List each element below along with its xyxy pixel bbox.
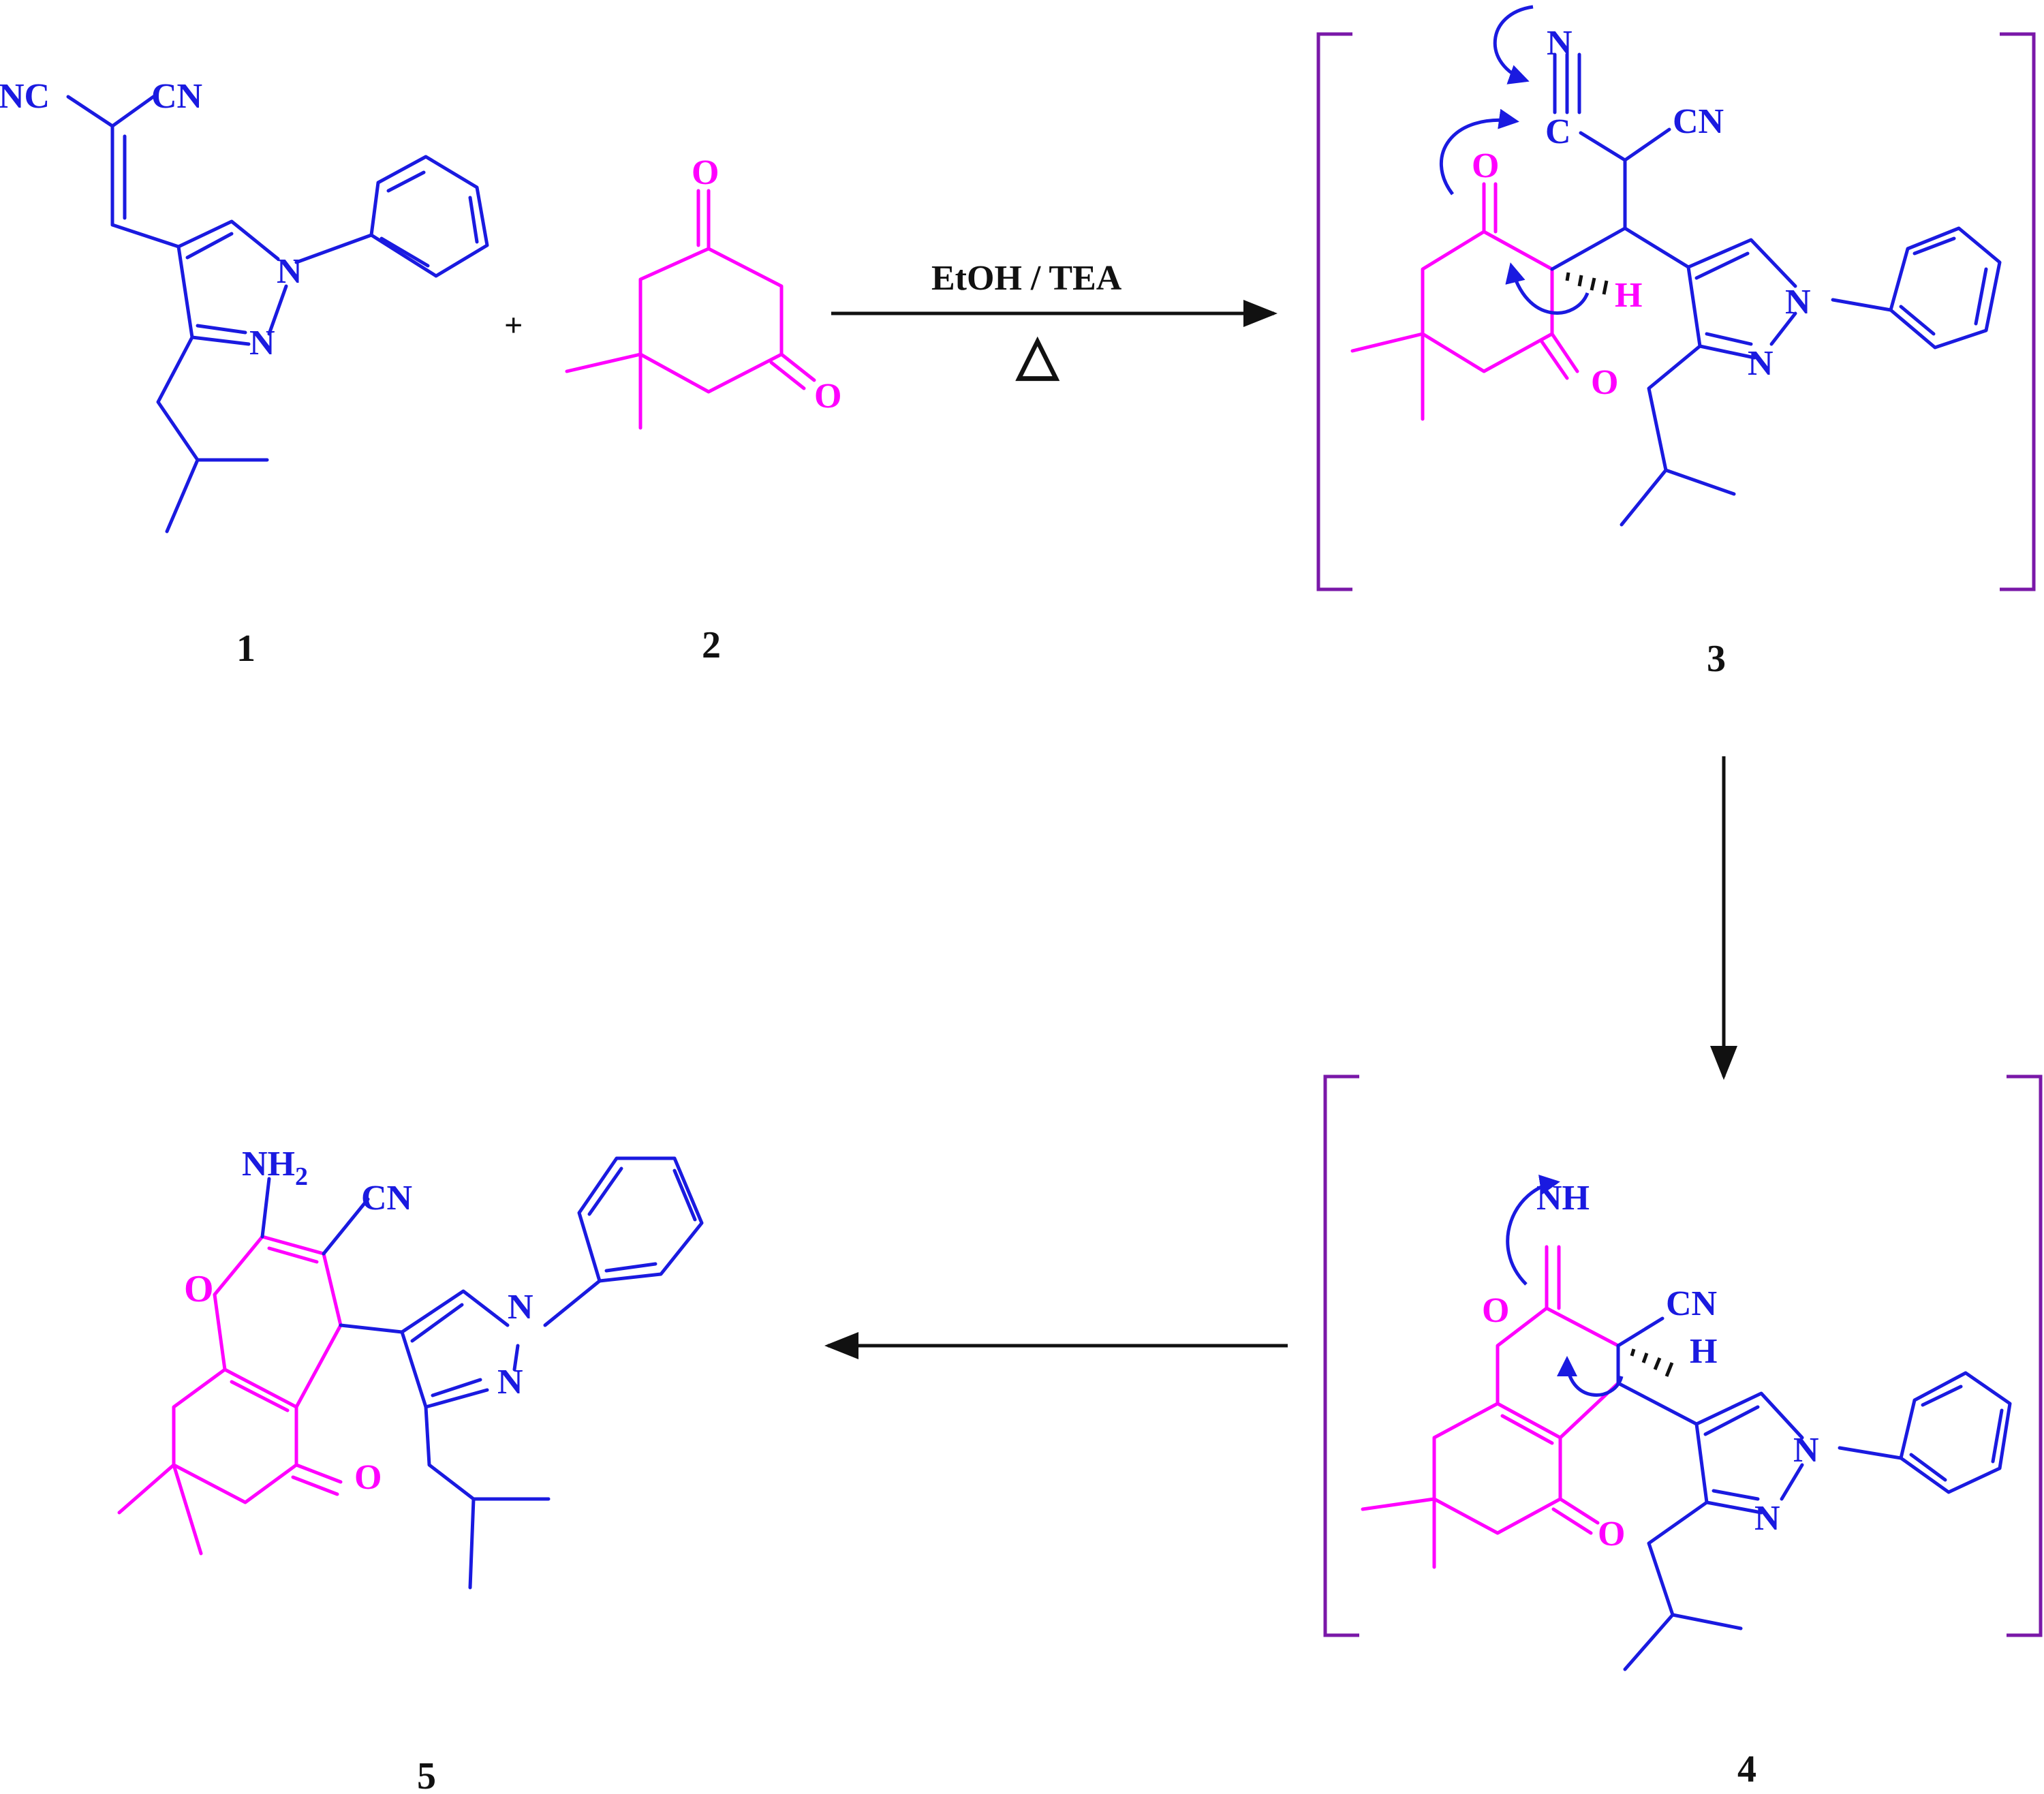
compound-5-structure bbox=[117, 1156, 704, 1590]
h-label: H bbox=[1690, 1332, 1717, 1371]
o-ring-label: O bbox=[184, 1268, 214, 1310]
n-label: N bbox=[1547, 24, 1573, 63]
compound-4-bracket bbox=[1323, 1074, 2043, 1637]
n2-label: N bbox=[1748, 344, 1774, 383]
cn-label: CN bbox=[361, 1179, 412, 1218]
compound-3-structure bbox=[1350, 52, 2002, 527]
nh-label: NH bbox=[1536, 1179, 1590, 1218]
compound-number-4: 4 bbox=[1737, 1748, 1756, 1791]
cn-label: CN bbox=[1666, 1284, 1717, 1323]
heat-symbol: △ bbox=[1015, 326, 1060, 386]
n1-label: N bbox=[508, 1288, 533, 1327]
compound-number-2: 2 bbox=[702, 624, 721, 666]
cn-label: CN bbox=[151, 77, 202, 116]
plus-sign: + bbox=[504, 307, 523, 343]
compound-4-atom-labels: NH CN O H O N N bbox=[1482, 1179, 1819, 1553]
o-label: O bbox=[1598, 1515, 1625, 1553]
n1-label: N bbox=[1785, 283, 1811, 322]
compound-1-structure bbox=[66, 95, 489, 533]
compound-3-electron-arrows bbox=[1439, 5, 1590, 315]
compound-number-3: 3 bbox=[1707, 638, 1726, 680]
c-label: C bbox=[1545, 112, 1571, 151]
n1-label: N bbox=[1793, 1431, 1819, 1470]
o-ring-label: O bbox=[1482, 1291, 1509, 1330]
compound-4-structure bbox=[1361, 1245, 2012, 1671]
compound-number-5: 5 bbox=[417, 1755, 436, 1794]
compound-1-atom-labels: NC CN N N bbox=[0, 77, 303, 362]
compound-2-structure bbox=[565, 189, 816, 430]
n2-label: N bbox=[1754, 1499, 1780, 1538]
compound-5-atom-labels: NH2 CN O O N N bbox=[184, 1145, 533, 1497]
o-label: O bbox=[1591, 363, 1618, 402]
nh2-label: NH2 bbox=[242, 1145, 308, 1191]
o-right-label: O bbox=[814, 377, 841, 416]
cn-label: CN bbox=[1673, 102, 1724, 141]
compound-number-1: 1 bbox=[236, 628, 256, 670]
n2-label: N bbox=[249, 324, 275, 362]
h-label: H bbox=[1615, 276, 1642, 315]
o-label: O bbox=[354, 1458, 382, 1497]
o-top-label: O bbox=[692, 153, 719, 192]
reaction-conditions: EtOH / TEA bbox=[931, 259, 1122, 298]
nc-label: NC bbox=[0, 77, 50, 116]
compound-4-electron-arrows bbox=[1506, 1175, 1624, 1397]
compound-3-bracket bbox=[1316, 32, 2036, 591]
compound-3-atom-labels: N C CN O O H N N bbox=[1472, 24, 1811, 402]
n2-label: N bbox=[497, 1363, 523, 1402]
n1-label: N bbox=[277, 252, 303, 291]
o-label: O bbox=[1472, 146, 1499, 185]
